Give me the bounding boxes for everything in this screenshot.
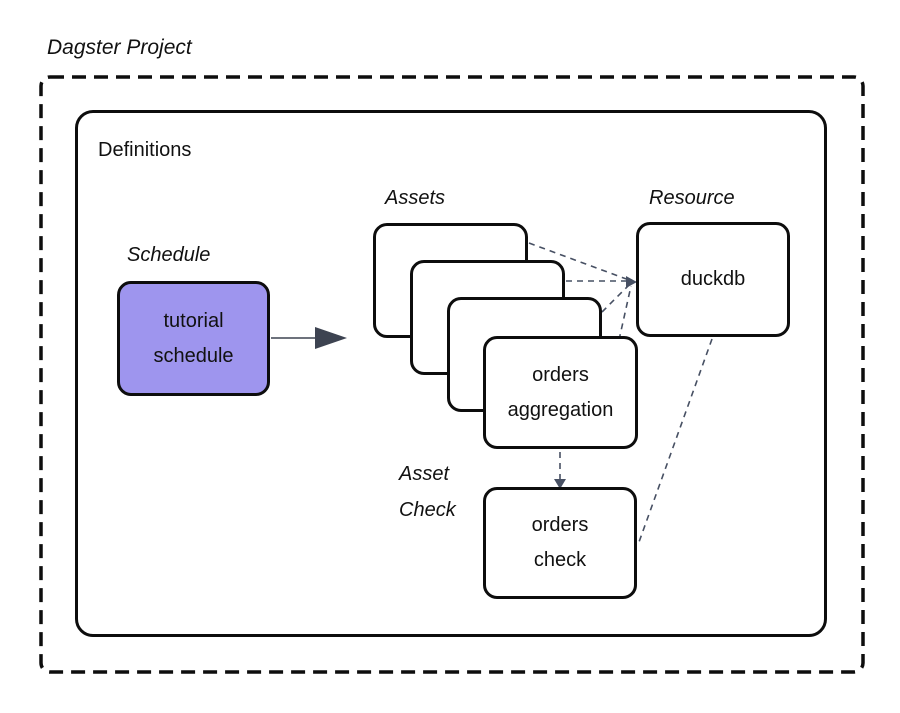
tutorial-schedule-node-line2: schedule [153,344,234,367]
schedule-label: Schedule [127,244,211,266]
orders-check-node: orders check [483,487,637,599]
definitions-label: Definitions [98,139,192,161]
orders-aggregation-asset-node: orders aggregation [483,336,638,449]
orders-aggregation-node-line1: orders [532,363,589,386]
orders-check-node-line1: orders [531,514,589,536]
resource-label: Resource [649,187,735,209]
tutorial-schedule-node-line1: tutorial [163,309,224,332]
duckdb-resource-node-label: duckdb [680,268,746,290]
duckdb-resource-node: duckdb [636,222,790,337]
asset-check-label-line1: Asset [399,463,450,485]
orders-aggregation-node-line2: aggregation [507,398,614,421]
tutorial-schedule-node: tutorial schedule [117,281,270,396]
asset-check-label: Asset Check [399,456,456,528]
assets-label: Assets [385,187,446,209]
orders-check-node-line2: check [533,549,587,571]
asset-check-label-line2: Check [399,499,456,521]
diagram-title: Dagster Project [47,36,192,59]
